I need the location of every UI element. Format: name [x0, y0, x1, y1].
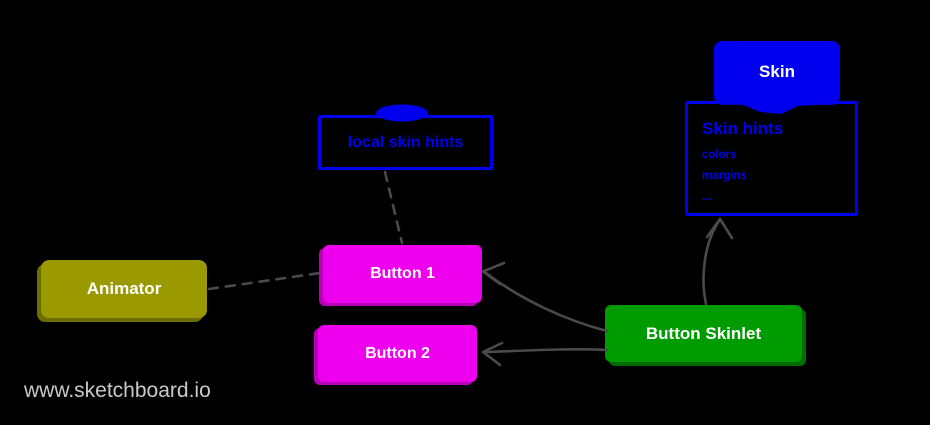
node-skin[interactable]: Skin	[714, 41, 840, 102]
node-button-skinlet-label: Button Skinlet	[645, 323, 762, 343]
node-skin-hints[interactable]: Skin hints colors margins ...	[685, 101, 858, 216]
sketchboard-watermark: www.sketchboard.io	[24, 379, 211, 402]
node-local-skin-hints[interactable]: local skin hints	[318, 115, 493, 170]
node-button1-label: Button 1	[370, 265, 435, 282]
link-skinlet-to-skin-hints[interactable]	[704, 219, 732, 304]
node-button-skinlet[interactable]: Button Skinlet	[605, 305, 802, 362]
link-local-skin-hints-to-button1[interactable]	[385, 172, 402, 243]
link-animator-to-button1[interactable]	[209, 273, 320, 289]
node-button2-label: Button 2	[365, 344, 430, 362]
link-skinlet-to-button1[interactable]	[483, 263, 607, 331]
skin-hints-item-ellipsis: ...	[702, 191, 712, 203]
node-button2[interactable]: Button 2	[318, 325, 477, 382]
skin-hints-title: Skin hints	[702, 119, 784, 138]
node-button1[interactable]: Button 1	[323, 245, 482, 303]
node-animator-label: Animator	[86, 279, 162, 298]
node-animator[interactable]: Animator	[41, 260, 207, 318]
skin-hints-item-margins: margins	[702, 170, 747, 182]
skin-hints-item-colors: colors	[702, 149, 737, 161]
node-skin-label: Skin	[759, 61, 795, 81]
link-skinlet-to-button2[interactable]	[483, 343, 607, 365]
node-local-skin-hints-label: local skin hints	[347, 133, 464, 151]
